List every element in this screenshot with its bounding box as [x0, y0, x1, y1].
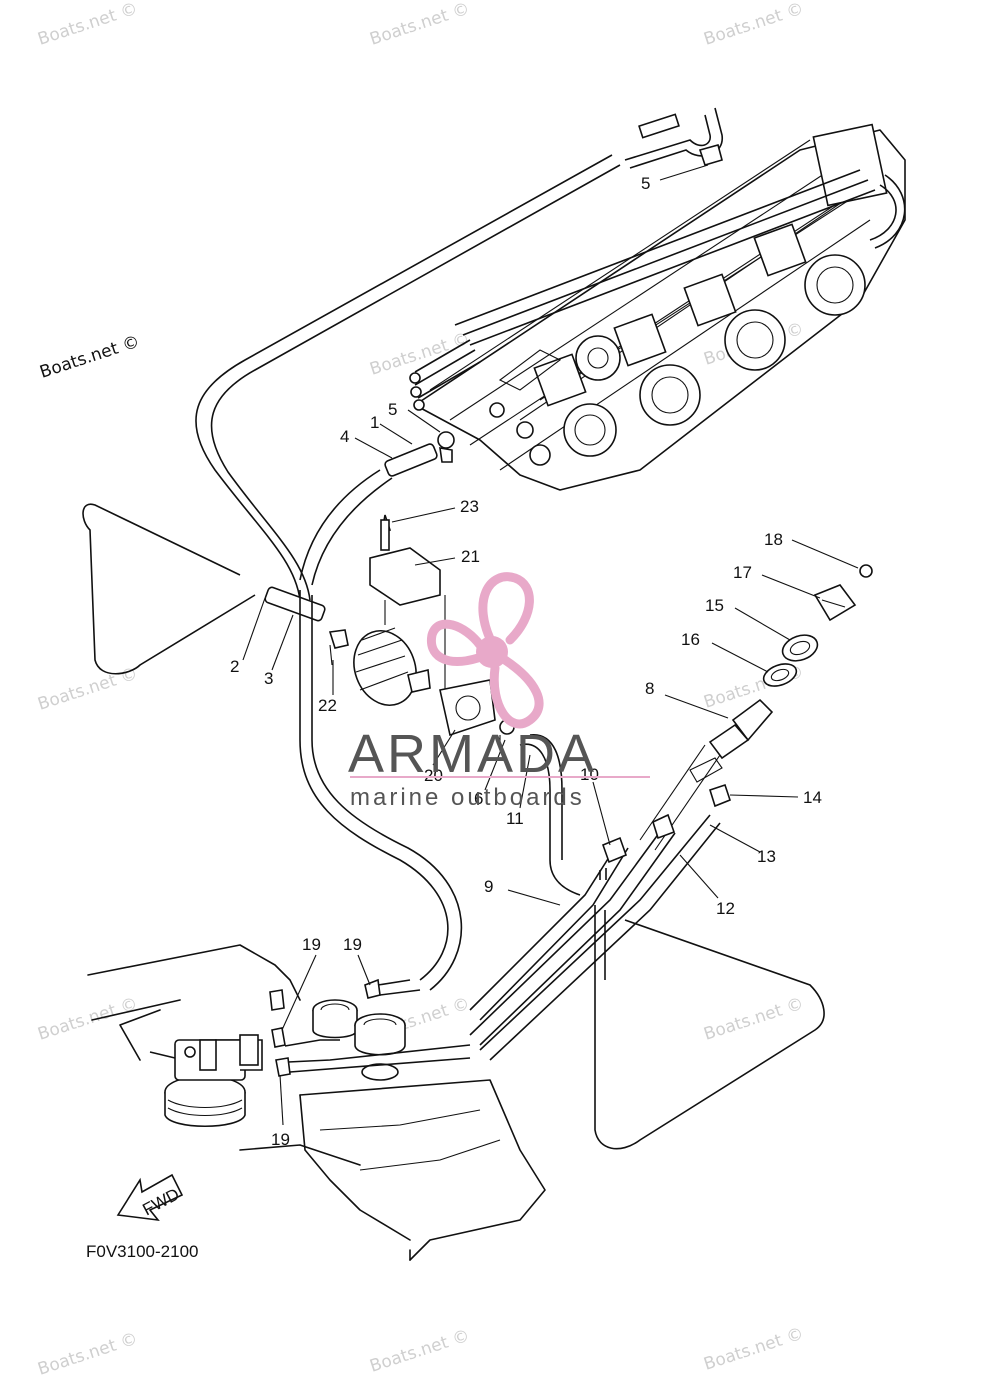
callout-12: 12	[716, 899, 735, 918]
leader-lines	[242, 164, 859, 1126]
callout-10: 10	[580, 765, 599, 784]
watermark: Boats.net ©	[367, 0, 472, 50]
callout-2: 2	[230, 657, 239, 676]
callout-9: 9	[484, 877, 493, 896]
callout-22: 22	[318, 696, 337, 715]
watermark: Boats.net ©	[35, 1329, 140, 1380]
brand-tagline: marine outboards	[350, 784, 585, 811]
callout-13: 13	[757, 847, 776, 866]
callout-17: 17	[733, 563, 752, 582]
watermark: Boats.net ©	[35, 994, 140, 1045]
brand-name: ARMADA	[348, 724, 597, 784]
callout-14: 14	[803, 788, 822, 807]
callout-16: 16	[681, 630, 700, 649]
engine-block	[409, 123, 906, 491]
callout-8: 8	[645, 679, 654, 698]
callout-5-lower: 5	[388, 400, 397, 419]
callout-1: 1	[370, 413, 379, 432]
watermark: Boats.net ©	[701, 994, 806, 1045]
callout-19-bottom: 19	[271, 1130, 290, 1149]
fuel-cock-assembly	[639, 564, 873, 851]
fuel-tank	[87, 944, 546, 1261]
callout-11: 11	[506, 809, 524, 828]
brand-rule	[350, 776, 650, 778]
callout-5-upper: 5	[641, 174, 650, 193]
callout-4: 4	[340, 427, 349, 446]
propeller-hub	[476, 636, 508, 668]
vent-hose	[195, 107, 723, 601]
callout-3: 3	[264, 669, 273, 688]
hose-4	[299, 431, 455, 586]
watermark: Boats.net ©	[367, 1326, 472, 1377]
callout-18: 18	[764, 530, 783, 549]
fwd-arrow-icon: FWD	[116, 1173, 184, 1222]
figure-code: F0V3100-2100	[86, 1242, 198, 1261]
watermark: Boats.net ©	[35, 664, 140, 715]
callout-19-right: 19	[343, 935, 362, 954]
watermark: Boats.net ©	[701, 0, 806, 50]
callout-21: 21	[461, 547, 480, 566]
callouts: 5 5 4 1 23 21 2 3 22 20 6 11 10 9 14 13 …	[230, 174, 822, 1149]
propeller-icon	[426, 572, 544, 729]
brand-logo: ARMADA marine outboards	[348, 572, 650, 811]
callout-15: 15	[705, 596, 724, 615]
fuel-filter	[328, 514, 515, 748]
callout-23: 23	[460, 497, 479, 516]
callout-20: 20	[424, 766, 443, 785]
credit-text: Boats.net ©	[37, 332, 142, 383]
watermark: Boats.net ©	[35, 0, 140, 50]
callout-6: 6	[474, 789, 483, 808]
callout-19-left: 19	[302, 935, 321, 954]
hose-2	[82, 503, 463, 991]
hoses-9-13	[469, 734, 825, 1150]
watermark: Boats.net ©	[701, 1324, 806, 1375]
